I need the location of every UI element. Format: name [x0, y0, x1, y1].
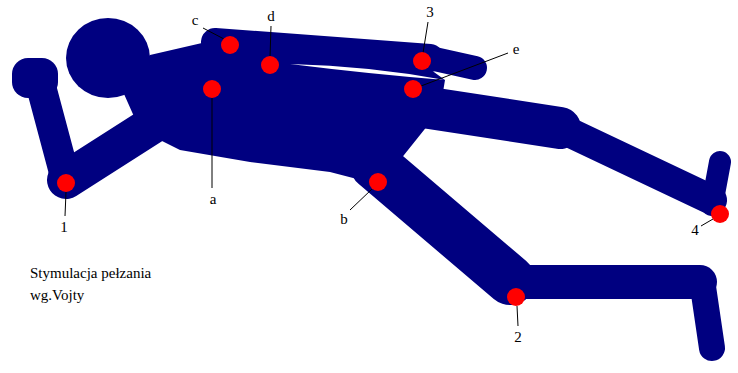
leader-line — [212, 98, 213, 188]
stimulation-points — [57, 36, 729, 306]
leader-line — [421, 53, 508, 86]
leader-line — [701, 219, 713, 226]
shin — [510, 265, 700, 299]
upper-arm — [66, 120, 160, 180]
limbs — [42, 42, 720, 348]
stimulation-point — [369, 173, 387, 191]
stimulation-point — [221, 36, 239, 54]
leader-line — [203, 28, 224, 39]
callout-label: b — [340, 211, 348, 228]
callout-label: 3 — [426, 4, 434, 21]
thigh — [375, 165, 510, 280]
callout-label: d — [267, 8, 275, 25]
callout-label: a — [210, 191, 217, 208]
stimulation-point — [413, 52, 431, 70]
stimulation-point — [57, 174, 75, 192]
shin — [560, 128, 712, 200]
thigh — [410, 105, 560, 128]
caption: Stymulacja pełzania wg.Vojty — [30, 262, 180, 306]
foot — [712, 162, 720, 205]
callout-label: 1 — [60, 219, 68, 236]
foot — [702, 280, 712, 348]
stimulation-point — [261, 56, 279, 74]
leader-line — [350, 189, 372, 210]
callout-label: 2 — [514, 329, 522, 346]
stimulation-point — [404, 80, 422, 98]
leader-line — [517, 306, 518, 326]
hand — [430, 58, 475, 68]
leader-lines — [65, 22, 713, 326]
callout-label: e — [513, 41, 520, 58]
stimulation-point — [203, 80, 221, 98]
stimulation-point — [711, 205, 729, 223]
leader-line — [65, 192, 66, 216]
leader-line — [270, 26, 271, 57]
leader-line — [423, 22, 428, 53]
callout-label: 4 — [691, 222, 699, 239]
callout-label: c — [192, 12, 199, 29]
stimulation-point — [507, 288, 525, 306]
arm — [215, 42, 430, 58]
